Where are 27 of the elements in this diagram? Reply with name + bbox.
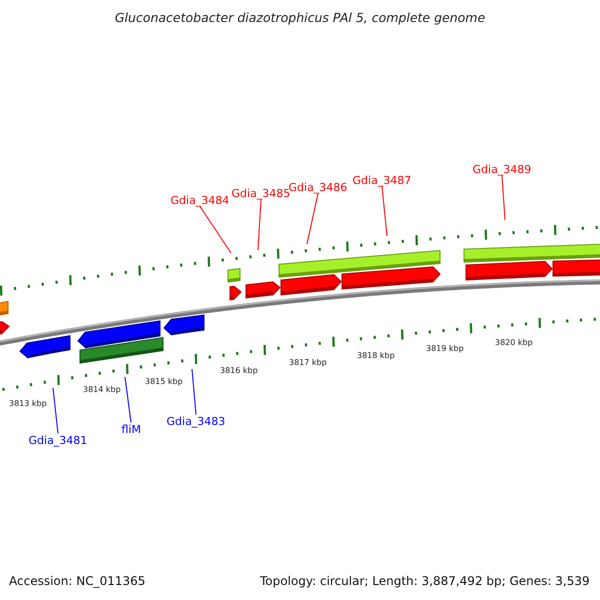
scale-label: 3814 kbp bbox=[83, 385, 121, 395]
gene-label: Gdia_3483 bbox=[166, 414, 226, 428]
gene-label: Gdia_3487 bbox=[352, 174, 412, 187]
leader-line bbox=[382, 186, 388, 236]
scale-label: 3819 kbp bbox=[426, 344, 464, 354]
gene-label: fliM bbox=[122, 422, 141, 436]
gene-label: Gdia_3485 bbox=[232, 186, 290, 200]
scale-label: 3815 kbp bbox=[145, 377, 183, 387]
gene-label: Gdia_3486 bbox=[288, 180, 348, 194]
leader-line bbox=[200, 206, 232, 254]
leader-line bbox=[258, 199, 262, 250]
leader-line bbox=[306, 193, 318, 244]
scale-label: 3813 kbp bbox=[9, 399, 47, 409]
scale-label: 3820 kbp bbox=[495, 338, 533, 348]
gene-label: Gdia_3489 bbox=[472, 162, 532, 176]
leader-line bbox=[124, 376, 132, 423]
title: Gluconacetobacter diazotrophicus PAl 5, complete genome bbox=[114, 10, 486, 25]
leader-line bbox=[52, 388, 58, 434]
gene-label: Gdia_3481 bbox=[28, 434, 88, 447]
info-text: Accession: NC_011365 bbox=[9, 574, 146, 588]
leader-line bbox=[192, 368, 196, 415]
leader-line bbox=[502, 175, 506, 220]
scale-label: 3818 kbp bbox=[357, 351, 395, 361]
scale-label: 3817 kbp bbox=[289, 358, 327, 368]
scale-label: 3816 kbp bbox=[220, 366, 258, 376]
info-text: Topology: circular; Length: 3,887,492 bp; Genes: 3,539 bbox=[260, 574, 590, 588]
gene-label: Gdia_3484 bbox=[170, 194, 230, 207]
